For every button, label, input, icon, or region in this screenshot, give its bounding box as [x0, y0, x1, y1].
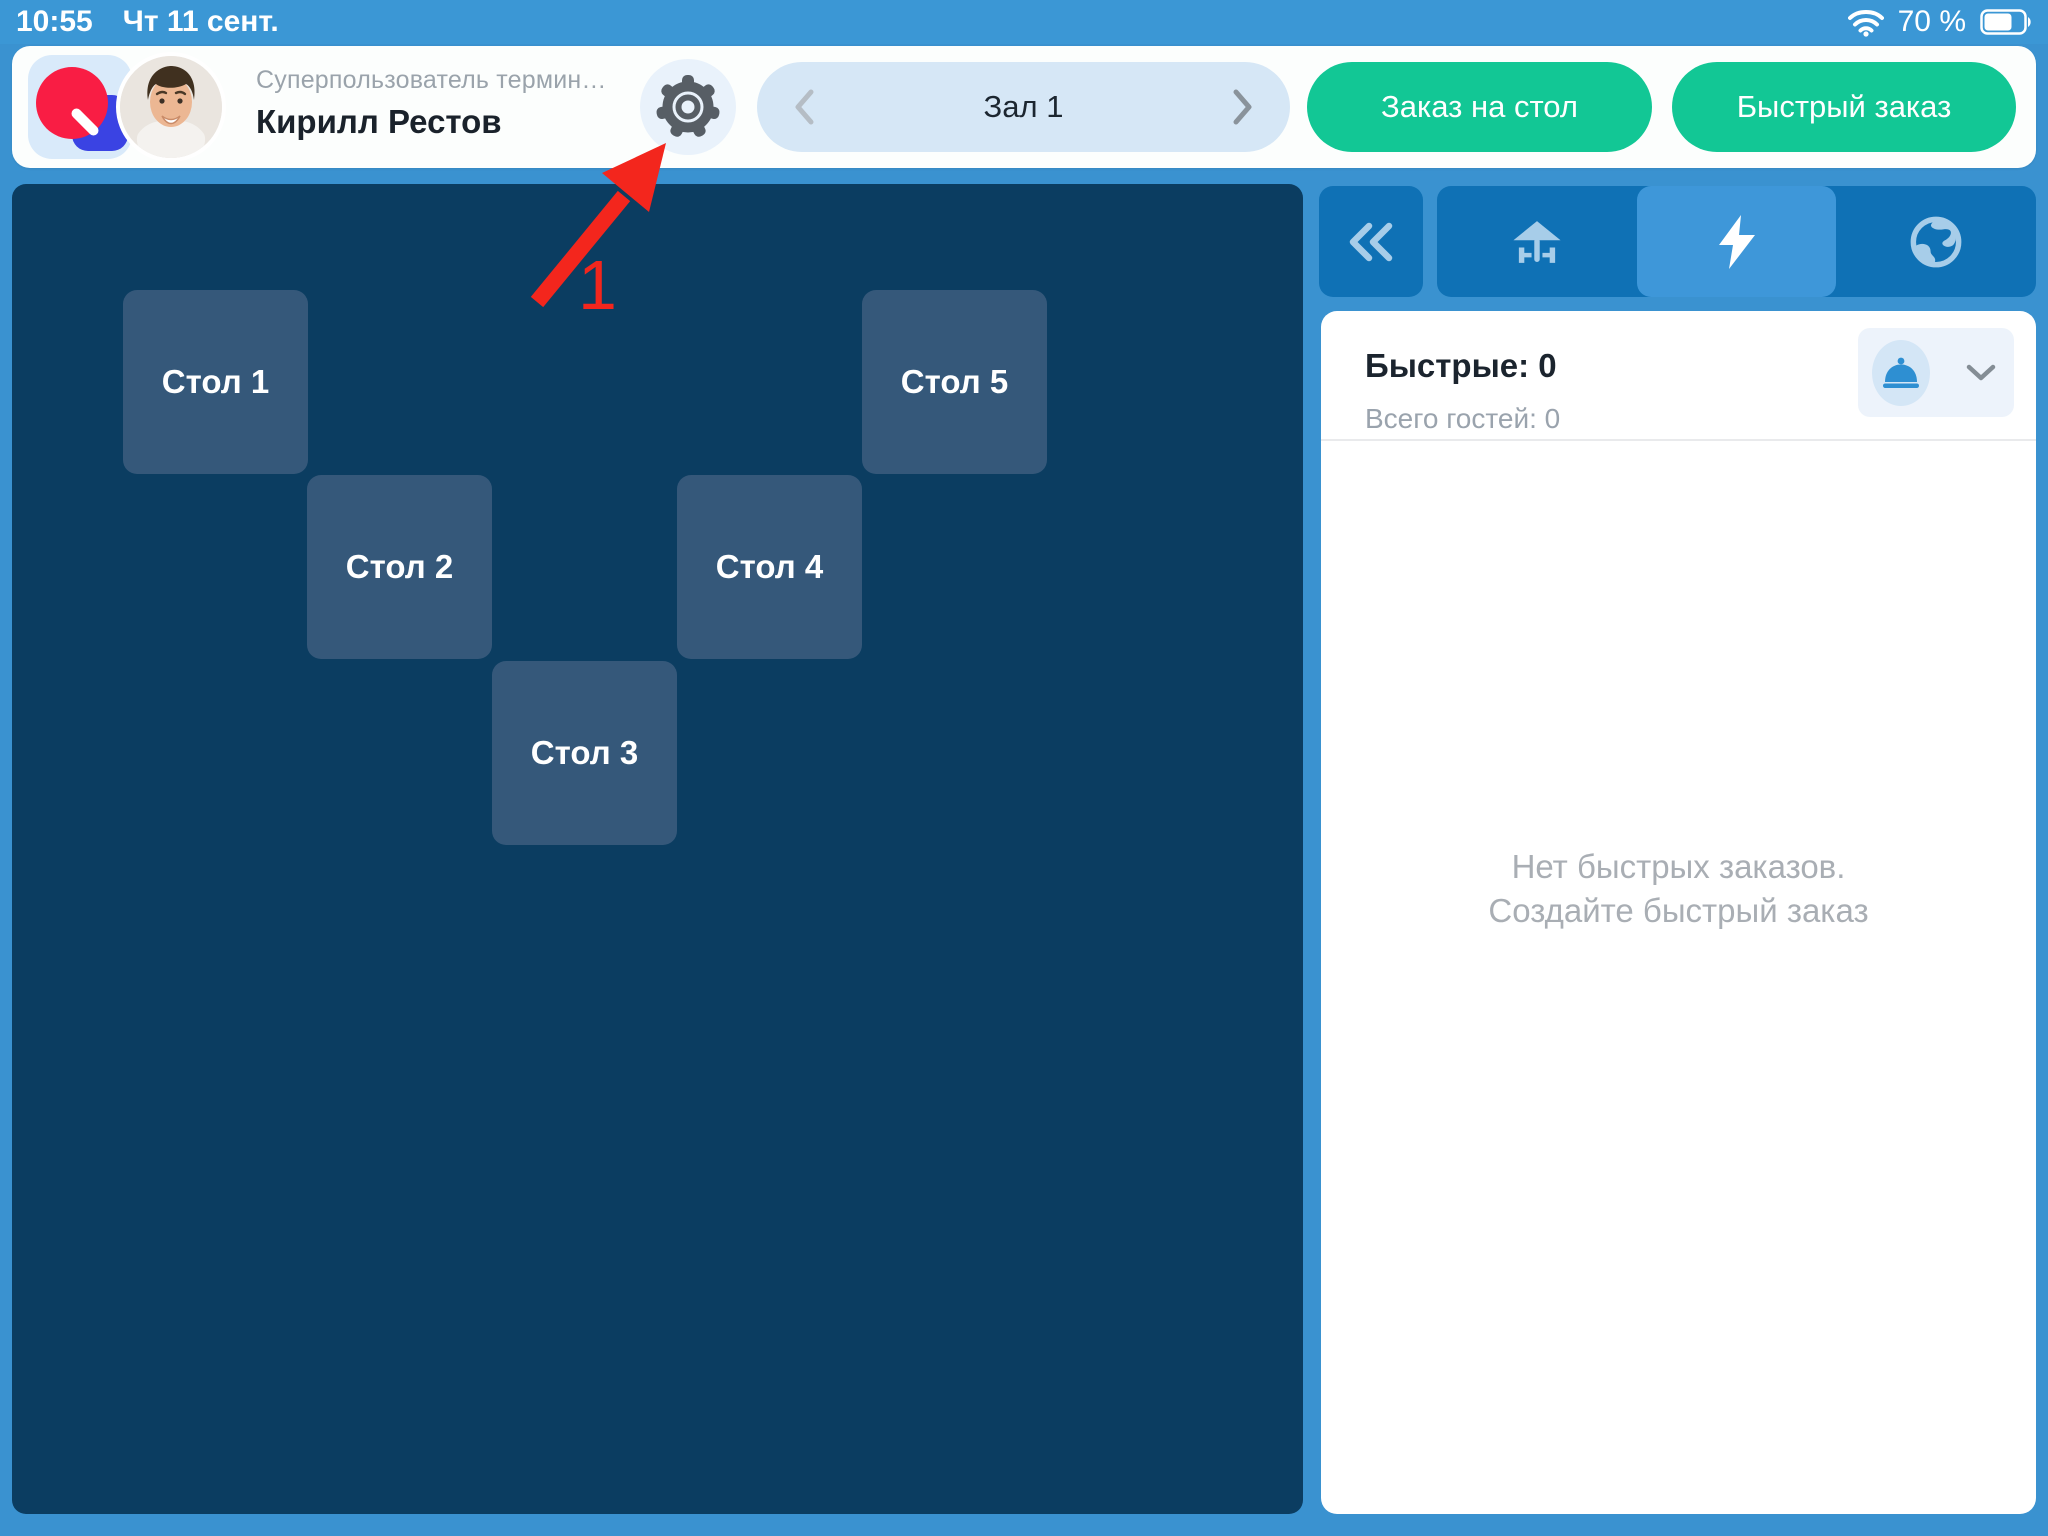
- double-chevron-left-icon: [1345, 220, 1397, 264]
- table-tile[interactable]: Стол 5: [862, 290, 1047, 474]
- wifi-icon: [1847, 7, 1884, 37]
- empty-state-line1: Нет быстрых заказов.: [1511, 848, 1846, 885]
- hall-label: Зал 1: [983, 89, 1064, 124]
- app-logo[interactable]: [28, 55, 132, 159]
- battery-percent: 70 %: [1897, 5, 1966, 38]
- tab-tables-view[interactable]: [1437, 186, 1637, 297]
- hall-next-button[interactable]: [1232, 88, 1254, 126]
- sidebar-collapse-button[interactable]: [1319, 186, 1423, 297]
- gear-icon: [655, 74, 721, 140]
- settings-button[interactable]: [640, 59, 736, 155]
- table-tile[interactable]: Стол 4: [677, 475, 862, 659]
- user-role: Суперпользователь термин…: [256, 66, 607, 94]
- hall-prev-button[interactable]: [793, 88, 815, 126]
- globe-icon: [1907, 213, 1965, 271]
- cloche-icon: [1881, 356, 1921, 390]
- status-date: Чт 11 сент.: [122, 5, 279, 38]
- quick-order-button[interactable]: Быстрый заказ: [1672, 62, 2016, 152]
- panel-divider: [1321, 439, 2036, 441]
- clock: 10:55: [16, 5, 93, 38]
- tab-delivery-map[interactable]: [1836, 186, 2036, 297]
- user-info[interactable]: Суперпользователь термин… Кирилл Рестов: [256, 66, 607, 141]
- order-type-dropdown[interactable]: [1858, 328, 2014, 417]
- empty-state-message: Нет быстрых заказов. Создайте быстрый за…: [1321, 845, 2036, 933]
- table-tile[interactable]: Стол 2: [307, 475, 492, 659]
- quick-orders-panel: Быстрые: 0 Всего гостей: 0 Нет быстрых з…: [1321, 311, 2036, 1514]
- status-bar: 10:55 Чт 11 сент. 70 %: [0, 0, 2048, 44]
- battery-icon: [1980, 9, 2032, 35]
- tab-quick-orders[interactable]: [1636, 186, 1837, 297]
- quick-orders-count: Быстрые: 0: [1365, 347, 1557, 384]
- cloche-badge: [1872, 339, 1930, 406]
- hall-selector: Зал 1: [757, 62, 1290, 152]
- empty-state-line2: Создайте быстрый заказ: [1488, 892, 1869, 929]
- user-name: Кирилл Рестов: [256, 103, 502, 140]
- avatar[interactable]: [116, 52, 226, 162]
- table-order-button[interactable]: Заказ на стол: [1307, 62, 1652, 152]
- chevron-down-icon: [1966, 364, 1996, 382]
- table-tile[interactable]: Стол 3: [492, 661, 677, 845]
- tables-view-icon: [1508, 213, 1566, 271]
- lightning-icon: [1711, 213, 1763, 271]
- table-tile[interactable]: Стол 1: [123, 290, 308, 474]
- guests-total: Всего гостей: 0: [1365, 403, 1561, 434]
- header-bar: Суперпользователь термин… Кирилл Рестов: [12, 46, 2036, 168]
- sidebar-view-switcher: [1437, 186, 2036, 297]
